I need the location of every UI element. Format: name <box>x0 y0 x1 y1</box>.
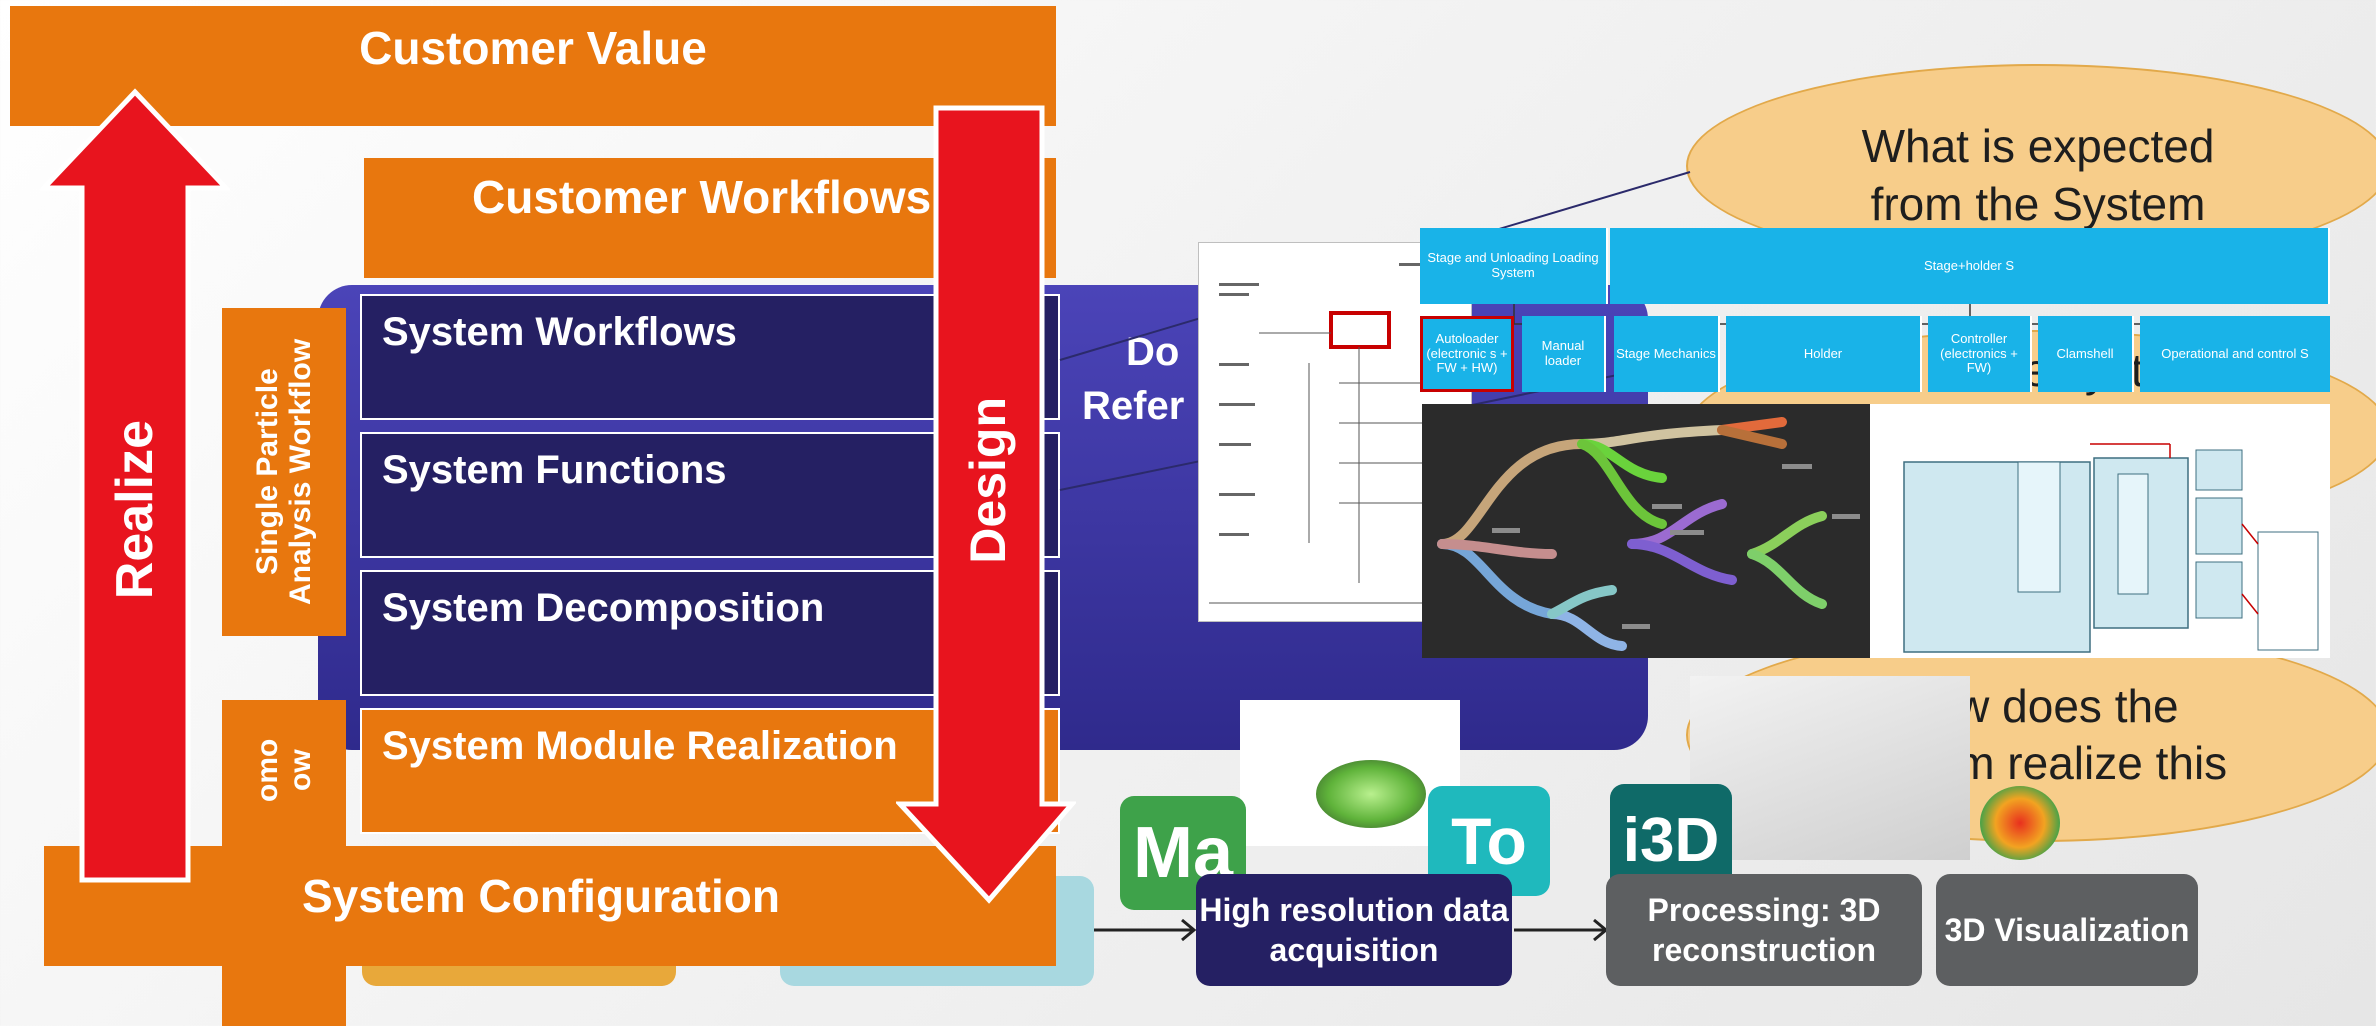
block-holder: Holder <box>1726 316 1922 392</box>
uml-drawing <box>1903 443 2319 653</box>
block-clamshell: Clamshell <box>2038 316 2134 392</box>
block-autoloader: Autoloader (electronic s + FW + HW) <box>1420 316 1514 392</box>
block-operational-control: Operational and control S <box>2140 316 2330 392</box>
system-decomposition-label: System Decomposition <box>382 586 825 630</box>
system-configuration-label: System Configuration <box>302 870 780 922</box>
detector-image <box>1690 676 1970 860</box>
uml-diagram <box>1870 404 2330 658</box>
customer-value-label: Customer Value <box>359 22 707 74</box>
system-workflows-label: System Workflows <box>382 310 737 354</box>
system-functions-label: System Functions <box>382 448 727 492</box>
customer-value-bar: Customer Value <box>10 6 1056 126</box>
visualization-box: 3D Visualization <box>1936 874 2198 986</box>
processing-box: Processing: 3D reconstruction <box>1606 874 1922 986</box>
block-controller: Controller (electronics + FW) <box>1928 316 2032 392</box>
tree-drawing <box>1437 417 1860 651</box>
acquisition-box: High resolution data acquisition <box>1196 874 1512 986</box>
tree-visualization <box>1422 404 1870 658</box>
schematic-drawing <box>1209 263 1461 604</box>
single-particle-label: Single Particle Analysis Workflow <box>251 338 317 606</box>
block-stage-mechanics: Stage Mechanics <box>1614 316 1720 392</box>
system-module-realization-label: System Module Realization <box>382 724 898 768</box>
process-arrows <box>1094 918 1609 942</box>
block-stage-unloading: Stage and Unloading Loading System <box>1420 228 1608 304</box>
realize-arrow <box>40 88 230 883</box>
design-label: Design <box>960 396 1016 564</box>
realize-label: Realize <box>106 420 164 600</box>
block-manual-loader: Manual loader <box>1522 316 1606 392</box>
domain-panel-line2: Refer <box>1082 384 1185 428</box>
block-diagram: Stage and Unloading Loading System Stage… <box>1420 228 2330 408</box>
customer-workflows-label: Customer Workflows <box>472 171 932 223</box>
tomo-label: omo ow <box>251 738 317 802</box>
system-configuration-bar: System Configuration <box>44 846 1056 966</box>
protein-model-image <box>1980 786 2060 860</box>
design-arrow <box>896 105 1076 904</box>
block-stage-holder: Stage+holder S <box>1610 228 2330 304</box>
single-particle-strip: Single Particle Analysis Workflow <box>222 308 346 636</box>
sample-holder-icon <box>1316 760 1426 828</box>
